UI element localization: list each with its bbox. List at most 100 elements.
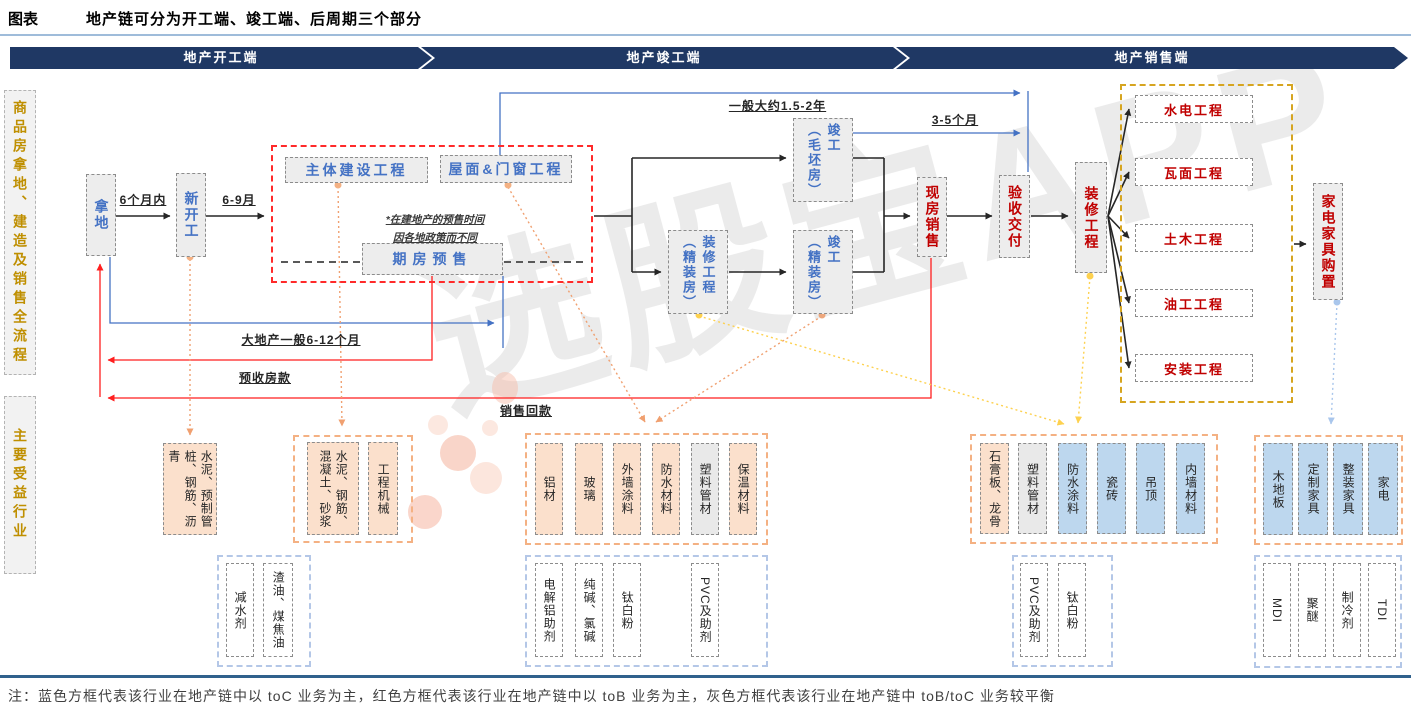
node-fitted-works-text: 装修工程 （精装房） <box>681 234 716 310</box>
label-1-5-2y: 一般大约1.5-2年 <box>728 99 827 113</box>
material-whole-furniture: 整装家具 <box>1333 443 1363 535</box>
material-water-reducer: 减水剂 <box>226 563 254 657</box>
material-cement-concrete: 水泥、钢筋、 混凝土、砂浆 <box>307 442 359 535</box>
title-divider <box>0 34 1411 36</box>
node-land: 拿地 <box>86 174 116 256</box>
label-6-9m: 6-9月 <box>222 193 256 207</box>
material-custom-furniture: 定制家具 <box>1298 443 1328 535</box>
legend-note: 注：蓝色方框代表该行业在地产链中以 toC 业务为主，红色方框代表该行业在地产链… <box>8 688 1055 704</box>
material-plastic-pipe2: 塑料管材 <box>1018 443 1047 534</box>
group-renovation-materials <box>970 434 1218 544</box>
material-residual-oil-text: 渣油、煤焦油 <box>271 571 286 649</box>
group-completion-materials <box>525 433 768 545</box>
label-3-5m: 3-5个月 <box>931 113 979 127</box>
band-construction-start: 地产开工端 <box>10 47 432 69</box>
node-civil-works: 土木工程 <box>1135 224 1253 252</box>
node-presale-text: 期房预售 <box>392 251 473 267</box>
group-upstream-chem2 <box>525 555 768 667</box>
material-cement-concrete-text: 水泥、钢筋、 混凝土、砂浆 <box>318 449 349 528</box>
material-machinery: 工程机械 <box>368 442 398 535</box>
material-mdi: MDI <box>1263 563 1291 657</box>
figure-title: 地产链可分为开工端、竣工端、后周期三个部分 <box>86 11 423 28</box>
node-rough-complete-text: 竣工 （毛坯房） <box>806 122 841 198</box>
material-ceiling-text: 吊顶 <box>1143 475 1158 502</box>
node-fitted-complete: 竣工 （精装房） <box>793 230 853 314</box>
node-hydro-works-text: 水电工程 <box>1163 102 1224 118</box>
group-upstream-chem4 <box>1254 555 1402 668</box>
material-pvc-additive2-text: PVC及助剂 <box>1027 576 1042 644</box>
logo-blob <box>440 435 476 471</box>
material-titanium-dioxide: 钛白粉 <box>613 563 641 657</box>
node-paint-works: 油工工程 <box>1135 289 1253 317</box>
side-label-industries-text: 主要受益行业 <box>12 428 28 542</box>
material-waterproof: 防水材料 <box>652 443 680 535</box>
material-custom-furniture-text: 定制家具 <box>1306 463 1321 515</box>
material-exterior-paint: 外墙涂料 <box>613 443 641 535</box>
material-ceramic-tile-text: 瓷砖 <box>1104 475 1119 502</box>
material-wood-floor-text: 木地板 <box>1271 469 1286 509</box>
node-tile-works-text: 瓦面工程 <box>1163 165 1224 181</box>
presale-policy-note: *在建地产的预售时间 因各地政策而不同 <box>385 214 485 244</box>
node-appliance-purchase: 家电家具购置 <box>1313 183 1343 300</box>
node-fitted-works: 装修工程 （精装房） <box>668 230 728 314</box>
material-cement-pile-text: 水泥、预制管 桩、钢筋、沥 青 <box>166 450 214 528</box>
material-exterior-paint-text: 外墙涂料 <box>620 463 635 515</box>
node-spot-sale-text: 现房销售 <box>924 185 941 249</box>
node-new-start: 新开工 <box>176 173 206 257</box>
node-main-construction-text: 主体建设工程 <box>305 162 408 178</box>
node-acceptance: 验收交付 <box>999 175 1030 258</box>
material-appliance: 家电 <box>1368 443 1398 535</box>
figure-tag: 图表 <box>8 11 39 28</box>
material-wood-floor: 木地板 <box>1263 443 1293 535</box>
material-plastic-pipe: 塑料管材 <box>691 443 719 535</box>
side-label-process: 商品房拿地、建造及销售全流程 <box>4 90 36 375</box>
node-roof-window: 屋面&门窗工程 <box>440 155 572 183</box>
band-sales: 地产销售端 <box>896 47 1408 69</box>
material-tdi: TDI <box>1368 563 1396 657</box>
material-gypsum: 石膏板、龙骨 <box>980 443 1009 534</box>
material-soda-ash-text: 纯碱、氯碱 <box>582 577 597 643</box>
node-rough-complete: 竣工 （毛坯房） <box>793 118 853 202</box>
material-machinery-text: 工程机械 <box>376 462 391 515</box>
side-label-industries: 主要受益行业 <box>4 396 36 574</box>
material-mdi-text: MDI <box>1270 597 1285 623</box>
node-main-construction: 主体建设工程 <box>285 157 428 183</box>
material-refrigerant: 制冷剂 <box>1333 563 1361 657</box>
logo-blob <box>428 415 448 435</box>
label-6-12m: 大地产一般6-12个月 <box>241 333 361 347</box>
material-water-reducer-text: 减水剂 <box>233 590 248 630</box>
material-insulation-text: 保温材料 <box>736 463 751 515</box>
label-sales-collection: 销售回款 <box>499 404 552 418</box>
material-aluminum-text: 铝材 <box>542 476 557 502</box>
label-presale-receipts: 预收房款 <box>238 371 291 385</box>
node-new-start-text: 新开工 <box>183 191 200 239</box>
node-fitted-complete-text: 竣工 （精装房） <box>806 234 841 310</box>
node-spot-sale: 现房销售 <box>917 177 947 257</box>
material-titanium-dioxide2-text: 钛白粉 <box>1065 590 1080 630</box>
material-polyether-text: 聚醚 <box>1305 597 1320 623</box>
material-cement-pile: 水泥、预制管 桩、钢筋、沥 青 <box>163 443 217 535</box>
material-gypsum-text: 石膏板、龙骨 <box>987 449 1002 528</box>
material-ceramic-tile: 瓷砖 <box>1097 443 1126 534</box>
group-upstream-chem3 <box>1012 555 1113 667</box>
material-aluminum: 铝材 <box>535 443 563 535</box>
material-soda-ash: 纯碱、氯碱 <box>575 563 603 657</box>
node-install-works-text: 安装工程 <box>1163 361 1224 377</box>
node-land-text: 拿地 <box>93 199 110 231</box>
node-tile-works: 瓦面工程 <box>1135 158 1253 186</box>
node-hydro-works: 水电工程 <box>1135 95 1253 123</box>
logo-blob <box>482 420 498 436</box>
material-insulation: 保温材料 <box>729 443 757 535</box>
group-mainworks-materials <box>293 435 413 543</box>
logo-blob <box>492 372 518 404</box>
label-within-6m: 6个月内 <box>119 193 167 207</box>
group-upstream-chem1 <box>217 555 311 667</box>
group-home-goods <box>1254 435 1403 545</box>
material-residual-oil: 渣油、煤焦油 <box>263 563 293 657</box>
node-civil-works-text: 土木工程 <box>1163 231 1224 247</box>
node-presale: 期房预售 <box>362 243 503 275</box>
node-appliance-purchase-text: 家电家具购置 <box>1320 193 1337 290</box>
material-glass-text: 玻璃 <box>582 476 597 502</box>
material-waterproof-coating: 防水涂料 <box>1058 443 1087 534</box>
material-pvc-additive-text: PVC及助剂 <box>698 576 713 644</box>
